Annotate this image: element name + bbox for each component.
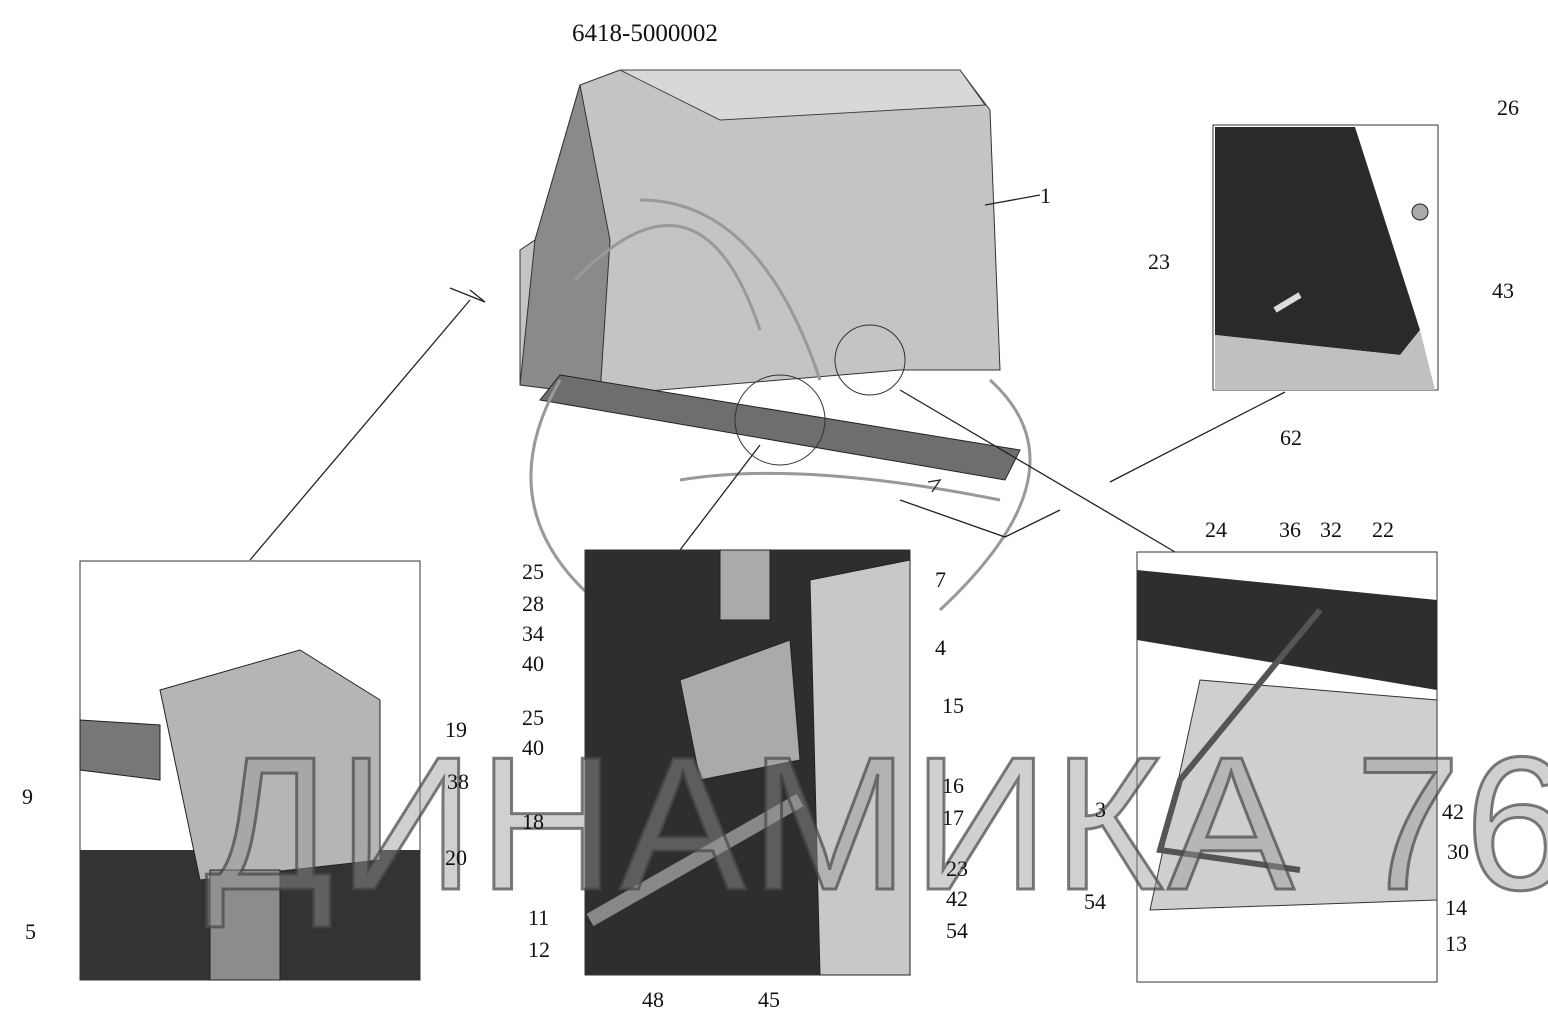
cab-assembly — [519, 69, 1032, 622]
callout-30: 30 — [1447, 839, 1469, 864]
detail-panel-left — [79, 560, 421, 981]
callout-38: 38 — [447, 769, 469, 794]
callout-24: 24 — [1205, 517, 1227, 542]
callout-32: 32 — [1320, 517, 1342, 542]
callout-13: 13 — [1445, 931, 1467, 956]
callout-34: 34 — [522, 621, 544, 646]
callout-42: 42 — [946, 886, 968, 911]
leader-lines — [249, 194, 1286, 561]
callout-20: 20 — [445, 845, 467, 870]
callout-28: 28 — [522, 591, 544, 616]
callout-45: 45 — [758, 987, 780, 1012]
callout-16: 16 — [942, 773, 964, 798]
callout-14: 14 — [1445, 895, 1467, 920]
callout-48: 48 — [642, 987, 664, 1012]
callout-18: 18 — [522, 809, 544, 834]
callout-62: 62 — [1280, 425, 1302, 450]
watermark: ДИНАМИКА 76 — [204, 717, 1548, 932]
callout-26: 26 — [1497, 95, 1519, 120]
callout-12: 12 — [528, 937, 550, 962]
assembly-number: 6418-5000002 — [572, 20, 718, 47]
callout-15: 15 — [942, 693, 964, 718]
detail-panel-right — [1136, 551, 1438, 983]
callout-54: 54 — [946, 918, 968, 943]
callout-54: 54 — [1084, 889, 1106, 914]
callout-5: 5 — [25, 919, 36, 944]
callout-1: 1 — [1040, 183, 1051, 208]
callout-36: 36 — [1279, 517, 1301, 542]
callout-23: 23 — [1148, 249, 1170, 274]
callout-25: 25 — [522, 559, 544, 584]
callout-7: 7 — [935, 567, 946, 592]
detail-panel-top-right — [1212, 124, 1439, 391]
callout-43: 43 — [1492, 278, 1514, 303]
callout-25: 25 — [522, 705, 544, 730]
callout-40: 40 — [522, 651, 544, 676]
callout-17: 17 — [942, 805, 964, 830]
callout-19: 19 — [445, 717, 467, 742]
callout-22: 22 — [1372, 517, 1394, 542]
callout-42: 42 — [1442, 799, 1464, 824]
callout-9: 9 — [22, 784, 33, 809]
callout-11: 11 — [528, 905, 550, 930]
callout-4: 4 — [935, 635, 946, 660]
callout-40: 40 — [522, 735, 544, 760]
callout-23: 23 — [946, 856, 968, 881]
detail-panel-middle — [584, 549, 911, 976]
callout-3: 3 — [1095, 797, 1106, 822]
